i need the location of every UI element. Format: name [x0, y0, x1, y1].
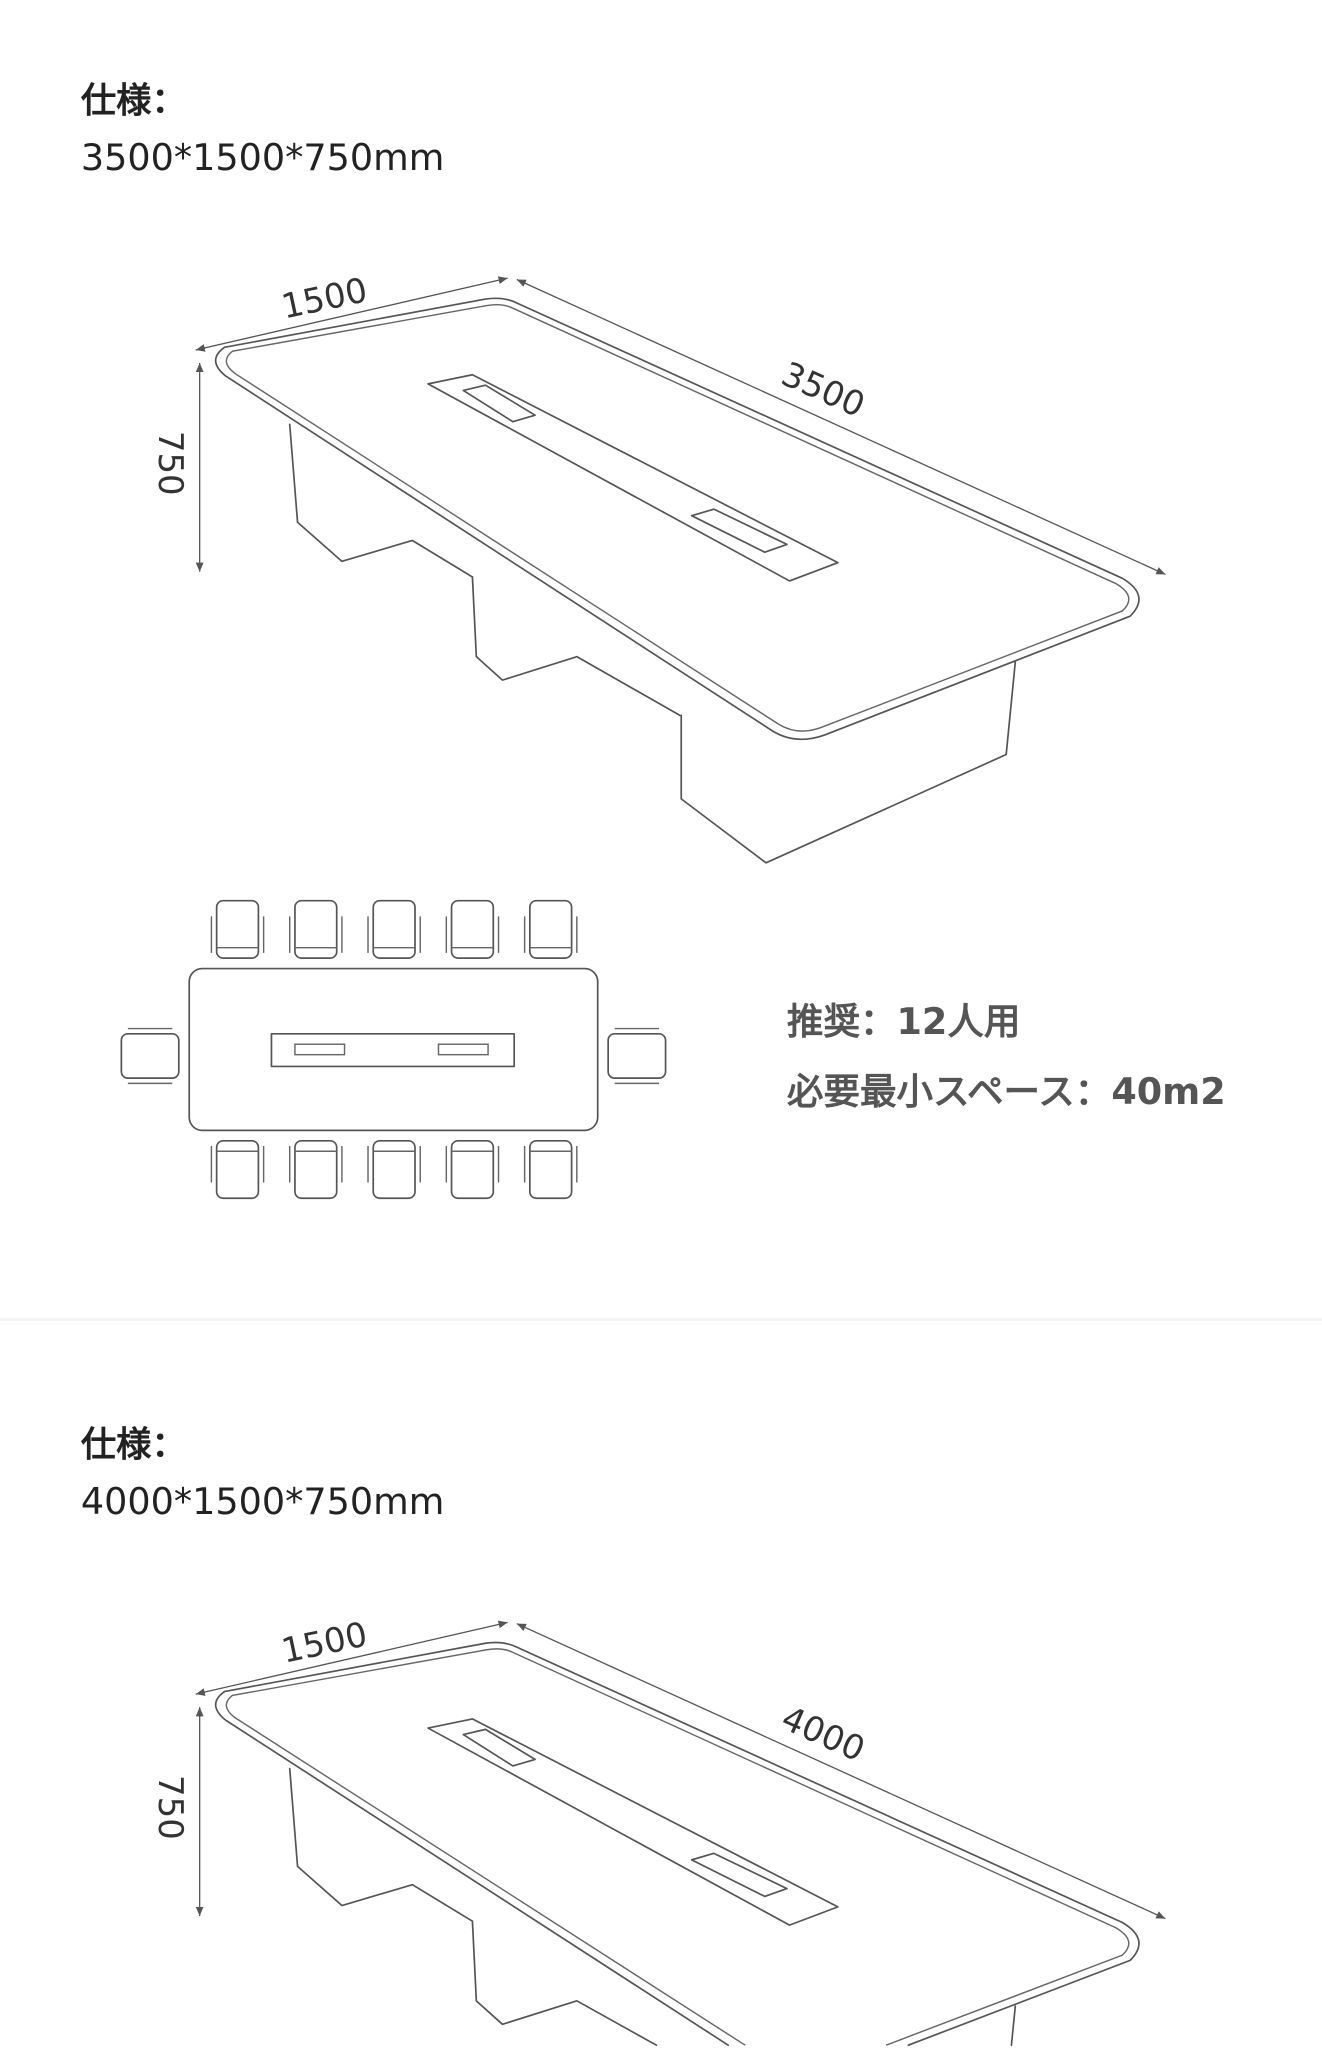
- spec-dimensions: 3500*1500*750mm: [81, 136, 444, 179]
- spec-heading: 仕様：: [81, 80, 187, 121]
- dim-width-label: 1500: [278, 271, 371, 327]
- seating-plan: [120, 899, 667, 1200]
- minimum-space: 必要最小スペース：40m2: [787, 1070, 1226, 1113]
- dim-height-label: 750: [150, 431, 189, 496]
- dim-height-label: 750: [150, 1775, 189, 1840]
- table-3d-drawing: [195, 276, 1166, 864]
- recommended-capacity: 推奨：12人用: [787, 1000, 1021, 1043]
- dim-width-label: 1500: [278, 1616, 371, 1672]
- dim-length-label: 3500: [775, 355, 870, 426]
- dim-length-label: 4000: [775, 1699, 870, 1770]
- section-4000: 仕様： 4000*1500*750mm 1500 4000 750: [81, 1425, 1166, 2047]
- section-3500: 仕様： 3500*1500*750mm 1500 3500 750: [81, 80, 1226, 1200]
- spec-dimensions: 4000*1500*750mm: [81, 1480, 444, 1523]
- spec-heading: 仕様：: [81, 1425, 187, 1466]
- table-3d-drawing: [195, 1620, 1166, 2047]
